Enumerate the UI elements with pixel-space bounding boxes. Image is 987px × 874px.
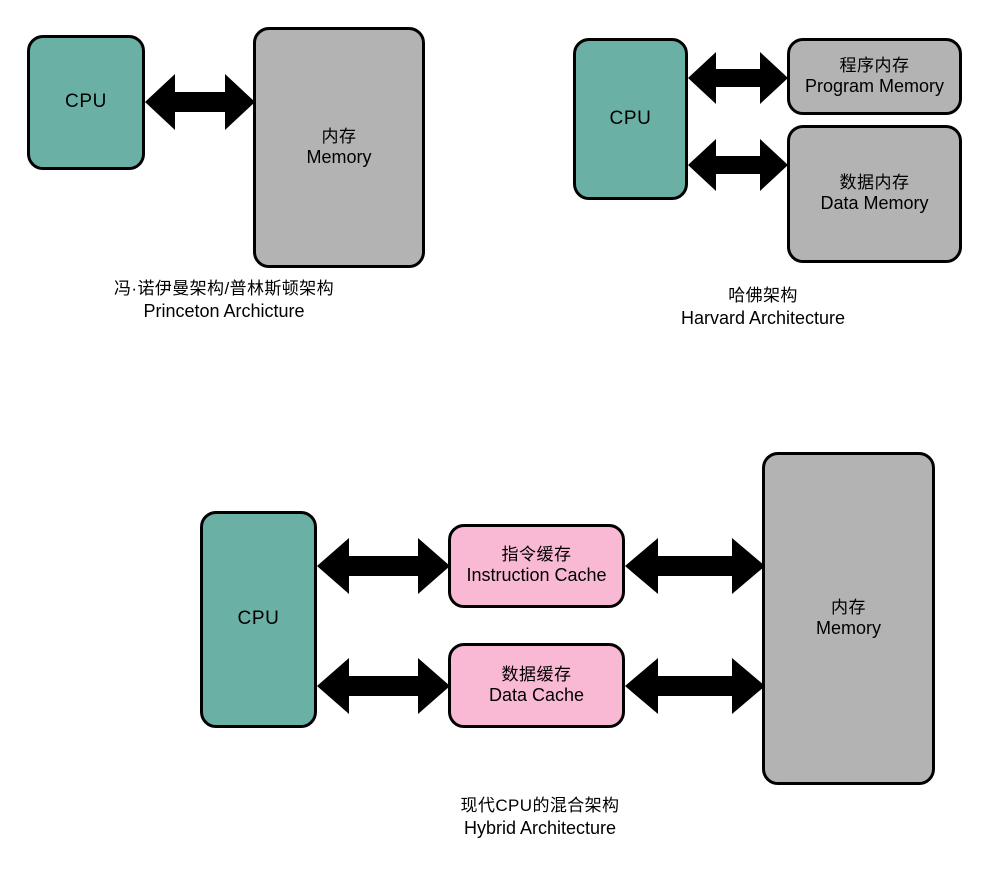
princeton-caption: 冯·诺伊曼架构/普林斯顿架构 Princeton Archicture <box>34 278 414 324</box>
hybrid-memory-box: 内存 Memory <box>762 452 935 785</box>
hybrid-cpu-data-cache-arrow <box>317 656 450 716</box>
hybrid-caption-cn: 现代CPU的混合架构 <box>460 796 620 815</box>
harvard-program-memory-box: 程序内存 Program Memory <box>787 38 962 115</box>
hybrid-data-cache-label-en: Data Cache <box>488 684 585 705</box>
princeton-memory-label-cn: 内存 <box>321 126 357 146</box>
hybrid-cpu-label: CPU <box>237 608 280 630</box>
princeton-cpu-box: CPU <box>27 35 145 170</box>
harvard-caption-cn: 哈佛架构 <box>728 286 798 305</box>
hybrid-instruction-cache-memory-arrow <box>625 536 765 596</box>
hybrid-instruction-cache-label-en: Instruction Cache <box>466 565 607 586</box>
harvard-program-memory-label-cn: 程序内存 <box>839 55 910 75</box>
harvard-cpu-box: CPU <box>573 38 688 200</box>
princeton-caption-en: Princeton Archicture <box>143 301 305 322</box>
harvard-caption-en: Harvard Architecture <box>680 308 846 329</box>
princeton-cpu-label: CPU <box>65 91 107 113</box>
hybrid-cpu-instruction-cache-arrow <box>317 536 450 596</box>
hybrid-data-cache-box: 数据缓存 Data Cache <box>448 643 625 728</box>
hybrid-caption: 现代CPU的混合架构 Hybrid Architecture <box>395 795 685 841</box>
hybrid-data-cache-memory-arrow <box>625 656 765 716</box>
hybrid-data-cache-label-cn: 数据缓存 <box>501 664 572 684</box>
harvard-data-memory-label-en: Data Memory <box>820 193 929 214</box>
princeton-memory-label-en: Memory <box>306 146 372 167</box>
hybrid-memory-label-en: Memory <box>815 617 881 638</box>
harvard-caption: 哈佛架构 Harvard Architecture <box>618 285 908 331</box>
harvard-data-memory-label-cn: 数据内存 <box>839 173 910 193</box>
harvard-data-memory-box: 数据内存 Data Memory <box>787 125 962 263</box>
hybrid-memory-label-cn: 内存 <box>831 597 866 617</box>
harvard-cpu-program-memory-arrow <box>688 50 788 106</box>
princeton-caption-cn: 冯·诺伊曼架构/普林斯顿架构 <box>114 279 334 298</box>
princeton-memory-box: 内存 Memory <box>253 27 425 268</box>
hybrid-instruction-cache-label-cn: 指令缓存 <box>501 545 572 565</box>
hybrid-instruction-cache-box: 指令缓存 Instruction Cache <box>448 524 625 608</box>
harvard-cpu-data-memory-arrow <box>688 137 788 193</box>
hybrid-caption-en: Hybrid Architecture <box>463 818 617 839</box>
harvard-cpu-label: CPU <box>609 107 652 129</box>
hybrid-cpu-box: CPU <box>200 511 317 728</box>
harvard-program-memory-label-en: Program Memory <box>804 75 945 96</box>
princeton-cpu-memory-arrow <box>145 72 255 132</box>
